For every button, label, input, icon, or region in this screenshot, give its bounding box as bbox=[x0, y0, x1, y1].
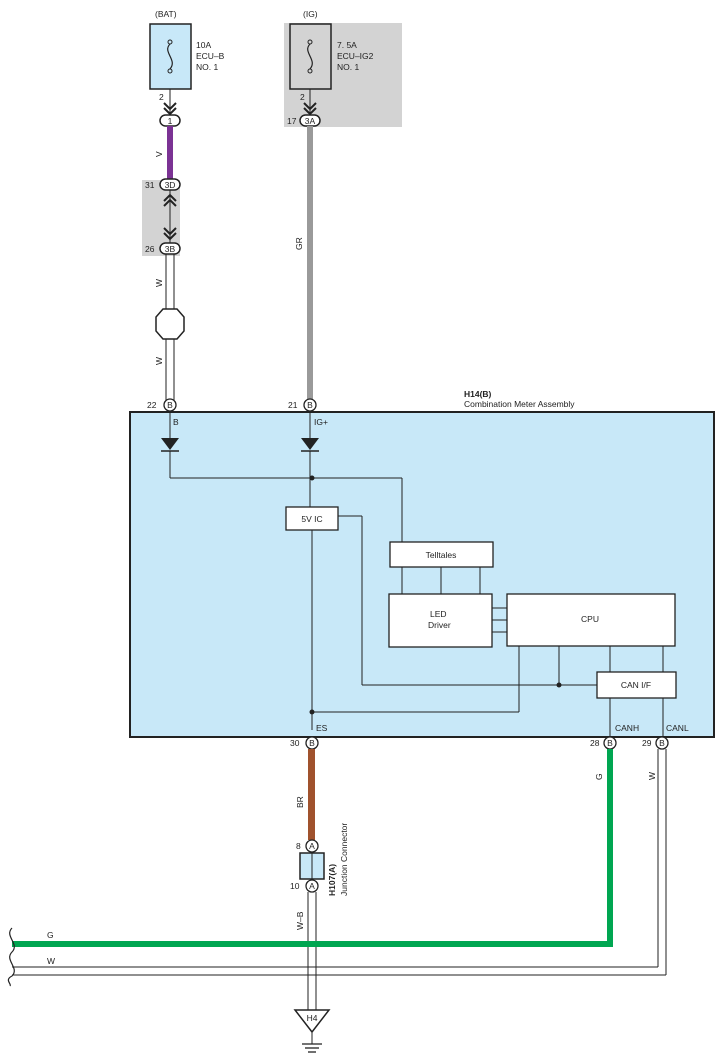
ig-fuse-name: ECU–IG2 bbox=[337, 51, 374, 61]
wire-green-vertical bbox=[607, 749, 613, 947]
pin-b-label: B bbox=[173, 417, 179, 427]
wire-g-bottom-label: G bbox=[47, 930, 54, 940]
jc-name: Junction Connector bbox=[339, 823, 349, 896]
jc-bottom-pin: 10 bbox=[290, 881, 300, 891]
pin-canh-label: CANH bbox=[615, 723, 639, 733]
bat-fuse-rating: 10A bbox=[196, 40, 211, 50]
wire-w-top-label: W bbox=[154, 279, 164, 287]
block-5v-ic: 5V IC bbox=[301, 514, 322, 524]
junction-3d-pin: 31 bbox=[145, 180, 155, 190]
pin-canl-id: B bbox=[659, 738, 665, 748]
wire-brown bbox=[308, 749, 315, 840]
ground-id: H4 bbox=[307, 1013, 318, 1023]
pin-ig-label: IG+ bbox=[314, 417, 328, 427]
bat-supply-label: (BAT) bbox=[155, 9, 177, 19]
wire-w-right-label: W bbox=[647, 772, 657, 780]
block-telltales: Telltales bbox=[426, 550, 457, 560]
junction-3b-pin: 26 bbox=[145, 244, 155, 254]
pin-canh-id: B bbox=[607, 738, 613, 748]
pin-canl-label: CANL bbox=[666, 723, 689, 733]
bat-fuse-pin: 2 bbox=[159, 92, 164, 102]
pin-canl-num: 29 bbox=[642, 738, 652, 748]
bat-fuse bbox=[149, 23, 192, 90]
jc-top-pin: 8 bbox=[296, 841, 301, 851]
wire-br-label: BR bbox=[295, 796, 305, 808]
splice-octagon bbox=[155, 308, 185, 340]
ig-fuse-pin: 2 bbox=[300, 92, 305, 102]
ig-fuse bbox=[289, 23, 332, 90]
block-cpu: CPU bbox=[581, 614, 599, 624]
block-driver: Driver bbox=[428, 620, 451, 630]
pin-canh-num: 28 bbox=[590, 738, 600, 748]
connector-3a-pin: 17 bbox=[287, 116, 297, 126]
wire-wb-label: W–B bbox=[295, 911, 305, 930]
wire-v-label: V bbox=[154, 151, 164, 157]
pin-ig-id: B bbox=[307, 400, 313, 410]
meter-name: Combination Meter Assembly bbox=[464, 399, 575, 409]
wire-w-mid-label: W bbox=[154, 357, 164, 365]
jc-bottom-id: A bbox=[309, 881, 315, 891]
wire-g-right-label: G bbox=[594, 773, 604, 780]
ground-connector bbox=[293, 1009, 331, 1034]
connector-1-label: 1 bbox=[168, 116, 173, 126]
pin-es-num: 30 bbox=[290, 738, 300, 748]
jc-top-id: A bbox=[309, 841, 315, 851]
wire-green-horizontal bbox=[12, 941, 613, 947]
pin-es-id: B bbox=[309, 738, 315, 748]
bat-fuse-name-2: NO. 1 bbox=[196, 62, 218, 72]
junction-3d-label: 3D bbox=[165, 180, 176, 190]
pin-es-label: ES bbox=[316, 723, 328, 733]
bat-fuse-name: ECU–B bbox=[196, 51, 225, 61]
pin-ig-num: 21 bbox=[288, 400, 298, 410]
wire-gray bbox=[307, 126, 313, 400]
wire-violet bbox=[167, 126, 173, 179]
wire-gr-label: GR bbox=[294, 237, 304, 250]
jc-id: H107(A) bbox=[327, 864, 337, 896]
meter-connector-id: H14(B) bbox=[464, 389, 492, 399]
ig-fuse-rating: 7. 5A bbox=[337, 40, 357, 50]
pin-b-num: 22 bbox=[147, 400, 157, 410]
connector-3a-label: 3A bbox=[305, 116, 316, 126]
ground-icon bbox=[302, 1043, 322, 1053]
wire-w-bottom-label: W bbox=[47, 956, 55, 966]
block-led: LED bbox=[430, 609, 447, 619]
junction-3b-label: 3B bbox=[165, 244, 176, 254]
ig-supply-label: (IG) bbox=[303, 9, 318, 19]
block-can-if: CAN I/F bbox=[621, 680, 651, 690]
pin-b-id: B bbox=[167, 400, 173, 410]
wire-break-mark bbox=[7, 927, 15, 987]
ig-fuse-name-2: NO. 1 bbox=[337, 62, 359, 72]
